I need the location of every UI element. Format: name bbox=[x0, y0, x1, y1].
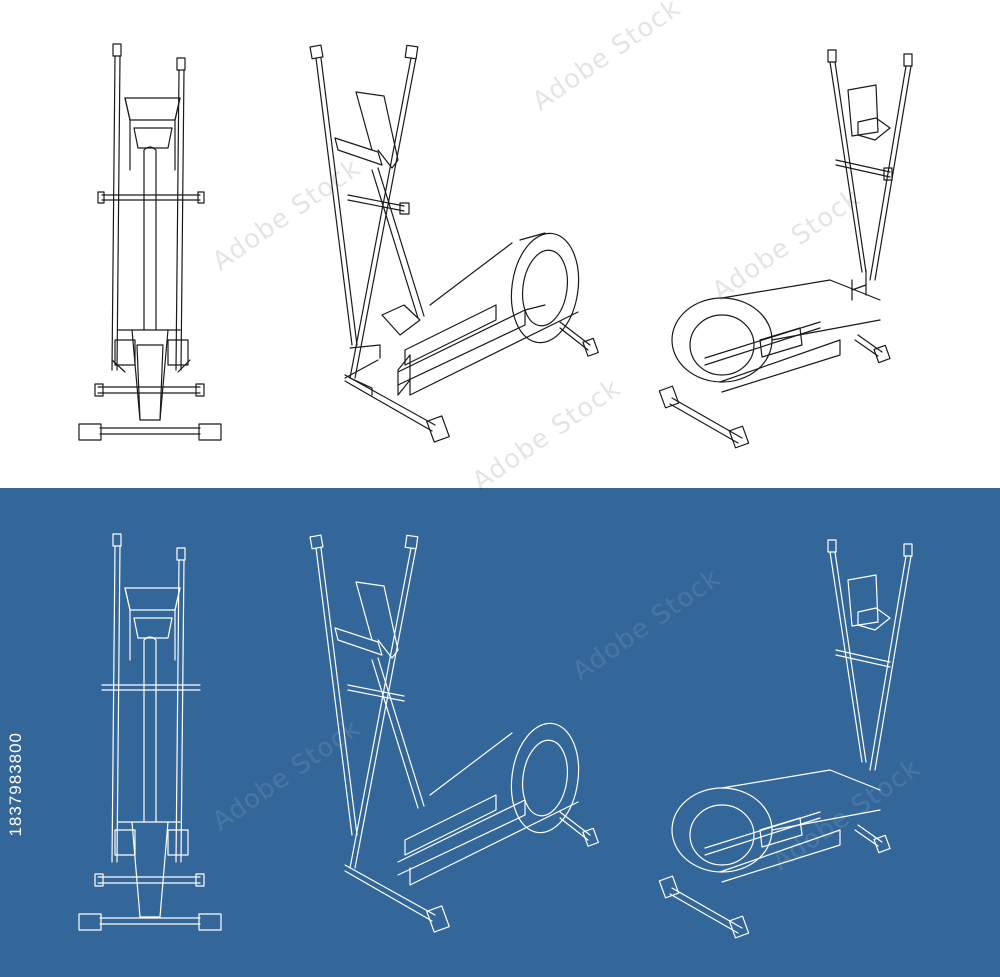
elliptical-right-three-quarter-view bbox=[658, 49, 913, 449]
stock-id-label: 1837983800 bbox=[6, 732, 25, 837]
blueprint-front-view bbox=[78, 533, 222, 931]
elliptical-left-three-quarter-view bbox=[309, 44, 599, 443]
elliptical-front-view bbox=[78, 43, 222, 441]
bottom-panel-blueprint bbox=[0, 488, 1000, 977]
top-drawings bbox=[78, 43, 913, 449]
line-group-bottom bbox=[78, 533, 913, 939]
blueprint-background bbox=[0, 488, 1000, 977]
bottom-drawings bbox=[0, 488, 1000, 977]
blueprint-right-three-quarter-view bbox=[658, 539, 913, 939]
line-group-top bbox=[78, 43, 913, 449]
top-panel-white bbox=[0, 0, 1000, 488]
blueprint-left-three-quarter-view bbox=[309, 534, 599, 933]
